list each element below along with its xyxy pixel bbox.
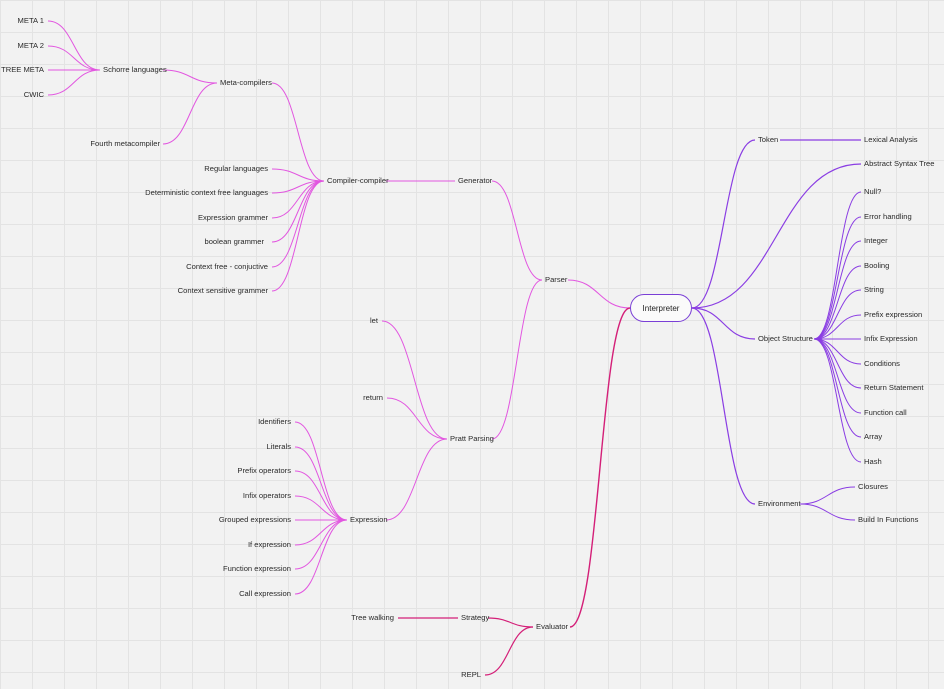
node-environment[interactable]: Environment xyxy=(758,499,801,508)
connector-expr-3 xyxy=(294,495,348,521)
connector-expr-0 xyxy=(294,421,348,521)
node-prefix-expression[interactable]: Prefix expression xyxy=(864,310,923,319)
node-conditions[interactable]: Conditions xyxy=(864,359,900,368)
connector-expr-1 xyxy=(294,446,348,521)
node-deterministic-cfl[interactable]: Deterministic context free languages xyxy=(145,188,268,197)
connector-grammar-3 xyxy=(271,180,325,243)
node-compiler-compiler[interactable]: Compiler-compiler xyxy=(327,176,389,185)
node-if-expression[interactable]: If expression xyxy=(247,540,291,549)
node-string[interactable]: String xyxy=(864,285,884,294)
connector-pratt-parser xyxy=(491,279,543,440)
connector-object-11 xyxy=(813,338,862,463)
node-let[interactable]: let xyxy=(369,316,378,325)
node-fourth-metacompiler[interactable]: Fourth metacompiler xyxy=(90,139,160,148)
node-error-handling[interactable]: Error handling xyxy=(864,212,912,221)
connector-object-0 xyxy=(813,191,862,340)
node-booling[interactable]: Booling xyxy=(864,261,890,270)
connector-schorre-3 xyxy=(47,69,101,96)
node-call-expression[interactable]: Call expression xyxy=(239,589,291,598)
node-cwic[interactable]: CWIC xyxy=(23,90,44,99)
node-function-expression[interactable]: Function expression xyxy=(223,564,291,573)
node-prefix-operators[interactable]: Prefix operators xyxy=(237,466,291,475)
node-tree-walking[interactable]: Tree walking xyxy=(351,613,394,622)
node-token[interactable]: Token xyxy=(758,135,779,144)
connector-schorre-0 xyxy=(47,20,101,71)
node-identifiers[interactable]: Identifiers xyxy=(258,417,291,426)
node-parser[interactable]: Parser xyxy=(545,275,568,284)
connector-object-8 xyxy=(813,338,862,389)
connector-expression-pratt xyxy=(385,438,448,521)
connector-repl-evaluator xyxy=(484,626,534,676)
root-label: Interpreter xyxy=(642,303,680,313)
node-lexical-analysis[interactable]: Lexical Analysis xyxy=(864,135,918,144)
connector-schorre-1 xyxy=(47,45,101,71)
node-context-free-conjuctive[interactable]: Context free - conjuctive xyxy=(186,262,268,271)
connector-evaluator-root xyxy=(569,307,631,628)
node-meta1[interactable]: META 1 xyxy=(17,16,44,25)
connector-object-1 xyxy=(813,216,862,340)
node-meta-compilers[interactable]: Meta-compilers xyxy=(220,78,272,87)
node-evaluator[interactable]: Evaluator xyxy=(536,622,569,631)
connector-parser-root xyxy=(567,279,631,309)
node-closures[interactable]: Closures xyxy=(858,482,888,491)
connector-grammar-2 xyxy=(271,180,325,219)
node-strategy[interactable]: Strategy xyxy=(461,613,490,622)
node-hash[interactable]: Hash xyxy=(864,457,882,466)
connector-root-ast xyxy=(691,163,862,309)
connector-expr-6 xyxy=(294,519,348,570)
connector-meta-compiler xyxy=(271,82,325,182)
connector-object-5 xyxy=(813,314,862,340)
connector-generator-parser xyxy=(491,180,543,281)
connector-grammar-5 xyxy=(271,180,325,292)
connector-expr-2 xyxy=(294,470,348,521)
connector-root-environment xyxy=(691,307,756,505)
connector-env-closures xyxy=(799,486,856,505)
node-grouped-expressions[interactable]: Grouped expressions xyxy=(218,515,291,524)
connector-grammar-0 xyxy=(271,168,325,182)
node-expression-grammer[interactable]: Expression grammer xyxy=(197,213,268,222)
connector-object-3 xyxy=(813,265,862,340)
node-return-statement[interactable]: Return Statement xyxy=(864,383,924,392)
node-pratt-parsing[interactable]: Pratt Parsing xyxy=(450,434,494,443)
node-array[interactable]: Array xyxy=(864,432,883,441)
node-object-structure[interactable]: Object Structure xyxy=(758,334,813,343)
node-null[interactable]: Null? xyxy=(864,187,882,196)
node-boolean-grammer[interactable]: boolean grammer xyxy=(204,237,264,246)
connector-schorre-meta xyxy=(162,69,218,84)
connector-root-token xyxy=(691,139,756,309)
connector-grammar-4 xyxy=(271,180,325,268)
connector-expr-7 xyxy=(294,519,348,595)
connector-object-4 xyxy=(813,289,862,340)
connector-strategy-evaluator xyxy=(487,617,534,628)
node-schorre-languages[interactable]: Schorre languages xyxy=(103,65,167,74)
node-function-call[interactable]: Function call xyxy=(864,408,907,417)
connector-expr-5 xyxy=(294,519,348,546)
node-literals[interactable]: Literals xyxy=(266,442,291,451)
node-repl[interactable]: REPL xyxy=(461,670,481,679)
node-generator[interactable]: Generator xyxy=(458,176,493,185)
connector-return-pratt xyxy=(386,397,448,440)
node-expression[interactable]: Expression xyxy=(350,515,388,524)
node-build-in-functions[interactable]: Build In Functions xyxy=(858,515,919,524)
connector-root-object xyxy=(691,307,756,340)
connector-object-10 xyxy=(813,338,862,438)
connector-env-builtin xyxy=(799,503,856,521)
node-integer[interactable]: Integer xyxy=(864,236,888,245)
node-abstract-syntax-tree[interactable]: Abstract Syntax Tree xyxy=(864,159,935,168)
root-node-interpreter[interactable]: Interpreter xyxy=(630,294,692,322)
node-infix-expression[interactable]: Infix Expression xyxy=(864,334,918,343)
node-regular-languages[interactable]: Regular languages xyxy=(204,164,268,173)
node-return[interactable]: return xyxy=(363,393,383,402)
connector-let-pratt xyxy=(381,320,448,440)
node-tree-meta[interactable]: TREE META xyxy=(1,65,44,74)
connector-object-2 xyxy=(813,240,862,340)
connector-fourth-meta xyxy=(162,82,218,145)
node-infix-operators[interactable]: Infix operators xyxy=(242,491,291,500)
node-context-sensitive-grammer[interactable]: Context sensitive grammer xyxy=(177,286,268,295)
node-meta2[interactable]: META 2 xyxy=(17,41,44,50)
